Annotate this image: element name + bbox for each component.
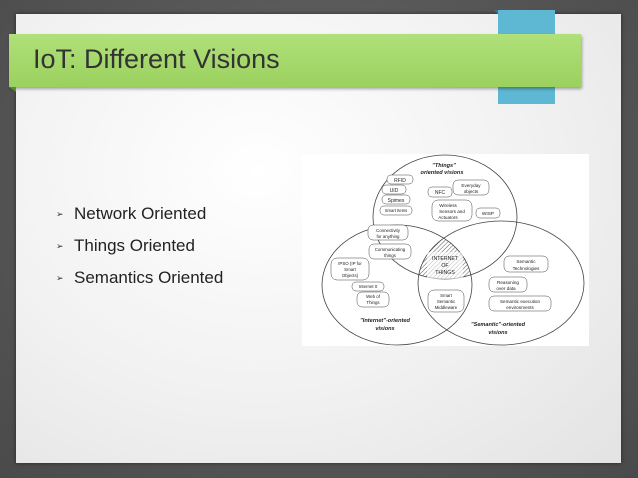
box-semantic-execution: Semantic execution environments	[488, 295, 552, 312]
box-semtech-text-2: Technologies	[513, 266, 541, 271]
venn-svg: "Things" oriented visions "Internet"-ori…	[321, 154, 585, 346]
box-wireless-text-3: Actuators	[438, 215, 458, 220]
box-wireless-text: Wireless	[439, 203, 457, 208]
bullet-text: Semantics Oriented	[74, 268, 224, 287]
box-smart-mw-text-2: Semantic	[437, 299, 456, 304]
box-everyday-text: Everyday	[461, 183, 481, 188]
things-title: "Things"	[432, 163, 456, 169]
box-ipso-text: IPSO (IP for	[338, 261, 362, 266]
box-smart-items: Smart Items	[379, 205, 413, 216]
box-spimes: Spimes	[381, 194, 411, 205]
box-connectivity-text-2: for anything	[377, 234, 401, 239]
bullet-list: ➢ Network Oriented ➢ Things Oriented ➢ S…	[56, 198, 223, 294]
box-web-text: Web of	[366, 294, 381, 299]
box-internet0-text: Internet 0	[359, 284, 378, 289]
box-wireless-text-2: Sensors and	[439, 209, 465, 214]
box-communicating: Communicating things	[368, 243, 412, 260]
box-wisp: WISP	[475, 207, 501, 219]
box-uid: UID	[381, 184, 407, 195]
box-reasoning: Reasoning over data	[488, 276, 528, 293]
box-semantic-technologies: Semantic Technologies	[503, 255, 549, 273]
box-exec-text: Semantic execution	[500, 299, 541, 304]
semantic-title-line2: visions	[488, 330, 507, 336]
box-wireless: Wireless Sensors and Actuators	[431, 199, 473, 222]
iot-venn-diagram: "Things" oriented visions "Internet"-ori…	[302, 154, 589, 346]
box-reasoning-text-2: over data	[496, 286, 516, 291]
arrow-bullet-icon: ➢	[56, 208, 64, 219]
box-smart-mw-text-3: Middleware	[435, 305, 458, 310]
center-label-box	[427, 252, 463, 279]
box-connectivity: Connectivity for anything	[367, 224, 409, 241]
box-communicating-text-2: things	[384, 253, 397, 258]
semantic-title: "Semantic"-oriented	[471, 322, 526, 328]
box-semtech-text: Semantic	[516, 259, 536, 264]
center-label: INTERNET	[432, 256, 459, 262]
things-title-line2: oriented visions	[421, 170, 464, 176]
bullet-item: ➢ Network Oriented	[56, 198, 223, 230]
box-web-text-2: Things	[366, 300, 380, 305]
box-rfid-text: RFID	[394, 178, 406, 184]
box-communicating-text: Communicating	[375, 247, 406, 252]
box-reasoning-text: Reasoning	[497, 280, 519, 285]
title-bar-fold	[9, 87, 16, 92]
box-nfc-text: NFC	[435, 190, 446, 196]
box-everyday-objects: Everyday objects	[452, 179, 490, 196]
box-uid-text: UID	[390, 188, 399, 194]
bullet-item: ➢ Semantics Oriented	[56, 262, 223, 294]
box-rfid: RFID	[386, 174, 414, 185]
box-connectivity-text: Connectivity	[376, 228, 401, 233]
semantic-ellipse	[417, 220, 585, 346]
box-wisp-text: WISP	[482, 211, 494, 217]
internet-title-line2: visions	[375, 326, 394, 332]
box-internet0: Internet 0	[351, 281, 385, 292]
bullet-text: Things Oriented	[74, 236, 195, 255]
box-exec-text-2: environments	[506, 305, 534, 310]
center-label-of: OF	[441, 263, 448, 269]
internet-title: "Internet"-oriented	[360, 318, 410, 324]
box-ipso: IPSO (IP for Smart Objects)	[330, 257, 370, 281]
box-everyday-text-2: objects	[464, 189, 479, 194]
box-web-of-things: Web of Things	[356, 291, 390, 308]
box-spimes-text: Spimes	[388, 198, 405, 204]
arrow-bullet-icon: ➢	[56, 240, 64, 251]
bullet-item: ➢ Things Oriented	[56, 230, 223, 262]
box-smart-mw-text: Smart	[440, 293, 452, 298]
title-bar: IoT: Different Visions	[9, 34, 581, 92]
box-ipso-text-2: Smart	[344, 267, 356, 272]
arrow-bullet-icon: ➢	[56, 272, 64, 283]
box-ipso-text-3: Objects)	[342, 273, 359, 278]
bullet-text: Network Oriented	[74, 204, 207, 223]
box-smart-middleware: Smart Semantic Middleware	[427, 289, 465, 313]
center-label-things: THINGS	[435, 270, 455, 276]
box-smart-items-text: Smart Items	[385, 208, 408, 213]
slide-title: IoT: Different Visions	[33, 44, 280, 74]
box-nfc: NFC	[427, 186, 453, 198]
